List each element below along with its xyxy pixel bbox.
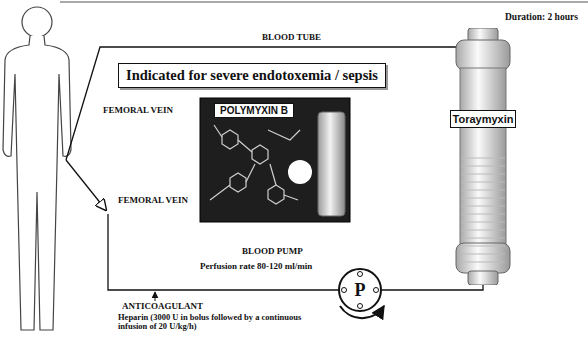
tube-label: BLOOD TUBE xyxy=(262,33,321,43)
flow-rate-note: Perfusion rate 80-120 ml/min xyxy=(200,262,312,272)
node-text: Indicated for severe endotoxemia / sepsi… xyxy=(126,67,378,84)
drug-label-box: POLYMYXIN B xyxy=(214,103,294,118)
return-tube xyxy=(108,214,338,290)
duration-note: Duration: 2 hours xyxy=(505,12,578,22)
vein-label: FEMORAL VEIN xyxy=(103,106,173,116)
blood-line xyxy=(382,285,483,290)
node-text: POLYMYXIN B xyxy=(220,105,288,116)
vein-label: FEMORAL VEIN xyxy=(118,196,188,206)
polymyxin-illustration xyxy=(200,98,350,222)
pump-symbol: P xyxy=(355,280,366,301)
node-text: Toraymyxin xyxy=(450,110,516,128)
pump-circle: P xyxy=(338,268,382,312)
indication-box: Indicated for severe endotoxemia / sepsi… xyxy=(118,63,386,88)
anticoagulant-arrow xyxy=(155,292,156,301)
frame-line xyxy=(60,2,588,3)
column-cartridge: Toraymyxin xyxy=(448,28,518,285)
pump-label: BLOOD PUMP xyxy=(242,247,303,257)
human-figure xyxy=(3,7,71,330)
heparin-note: Heparin (3000 U in bolus followed by a c… xyxy=(118,313,314,332)
column-outline xyxy=(448,28,518,285)
anticoagulant-label: ANTICOAGULANT xyxy=(122,302,203,312)
return-arrow xyxy=(66,160,106,210)
